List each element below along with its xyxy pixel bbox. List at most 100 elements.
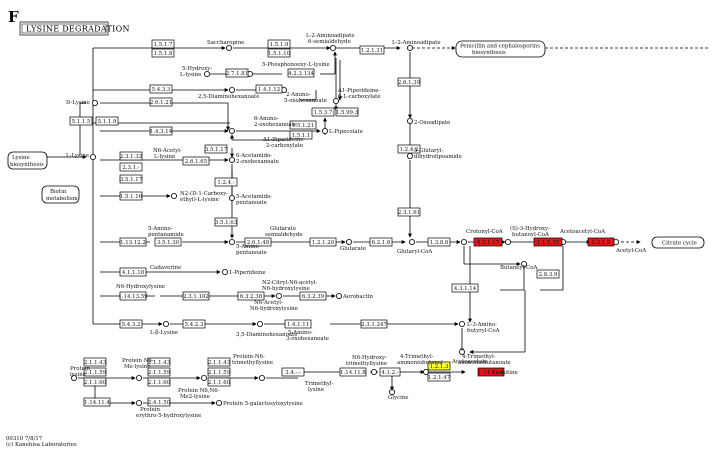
enzyme-2-3-1-61[interactable]: 2.3.1.61 [397, 207, 421, 217]
enzyme-3-5-1-30[interactable]: 3.5.1.30 [154, 237, 182, 247]
compound-label-glycine: Glycine [388, 395, 408, 401]
enzyme-3-4----[interactable]: 3.4.-.- [281, 367, 305, 377]
compound-label-hydroxybut2: butanoyl-CoA [512, 232, 549, 238]
enzyme-2-7-1-81[interactable]: 2.7.1.81 [225, 68, 249, 78]
compound-label-pnn1: Protein N6,N6- [178, 388, 220, 394]
enzyme-2-3-1-9[interactable]: 2.3.1.9 [587, 237, 615, 247]
compound-label-glutsemi1: Glutarate [270, 226, 296, 232]
enzyme-4-1-2--[interactable]: 4.1.2.- [379, 367, 401, 377]
compound-label-amino3a: L-3-Amino- [467, 322, 497, 328]
enzyme-1-1-1-35[interactable]: 1.1.1.35 [533, 237, 563, 247]
enzyme-label: 3.5.1.30 [157, 240, 180, 246]
enzyme-2-1-1-59[interactable]: 2.1.1.59 [207, 367, 231, 377]
compound-labels: SaccharopineL-2-Aminoadipate6-semialdehy… [66, 33, 646, 419]
map-link-lysine-biosynthesis[interactable] [7, 151, 48, 170]
compound-label-pnn2: Me2-lysine [180, 394, 210, 400]
enzyme-4-2-3-134[interactable]: 4.2.3.134 [287, 68, 314, 78]
compound-label-pn6me1: Protein N6- [122, 358, 154, 364]
enzyme-1-2-4-2[interactable]: 1.2.4.2 [397, 144, 421, 154]
enzyme-2-1-1-59[interactable]: 2.1.1.59 [83, 367, 107, 377]
enzyme-1-5-1-10[interactable]: 1.5.1.10 [267, 48, 291, 58]
enzyme-1-5-3-7[interactable]: 1.5.3.7 [311, 107, 335, 117]
enzyme-3-5-1-17[interactable]: 3.5.1.17 [119, 174, 143, 184]
enzyme-4-2-1-17[interactable]: 4.2.1.17 [473, 237, 503, 247]
enzyme-4-1-1-18[interactable]: 4.1.1.18 [119, 267, 147, 277]
enzyme-3-5-1-63[interactable]: 3.5.1.63 [214, 217, 238, 227]
enzyme-1-5-1-16[interactable]: 1.5.1.16 [119, 191, 143, 201]
enzyme-1-5-1-8[interactable]: 1.5.1.8 [151, 48, 175, 58]
enzyme-label: 1.14.11.8 [340, 370, 366, 376]
enzyme-6-3-2-38[interactable]: 6.3.2.38 [237, 291, 265, 301]
enzyme-label: 3.4.-.- [285, 370, 301, 376]
enzyme-1-13-12-2[interactable]: 1.13.12.2 [119, 237, 147, 247]
compound-label-amino5oxo2: 3-oxohexanoate [286, 336, 329, 342]
map-link-penicillin[interactable] [455, 40, 546, 58]
enzyme-5-1-1-9[interactable]: 5.1.1.9 [95, 116, 119, 126]
enzyme-1-14-11-4[interactable]: 1.14.11.4 [83, 397, 110, 407]
enzyme-2-6-1-48[interactable]: 2.6.1.48 [244, 237, 272, 247]
enzyme-1-5-1-9[interactable]: 1.5.1.9 [267, 39, 291, 49]
enzyme-2-1-1-43[interactable]: 2.1.1.43 [207, 357, 231, 367]
enzyme-2-3-1-32[interactable]: 2.3.1.32 [119, 151, 143, 161]
enzyme-2-1-1-60[interactable]: 2.1.1.60 [207, 377, 231, 387]
enzyme-5-1-1-5[interactable]: 5.1.1.5 [69, 116, 93, 126]
enzyme-2-4-1-50[interactable]: 2.4.1.50 [147, 397, 171, 407]
enzyme-1-2-4--[interactable]: 1.2.4.- [214, 177, 238, 187]
enzyme-1-3-8-6[interactable]: 1.3.8.6 [427, 237, 451, 247]
enzyme-1-4-3-14[interactable]: 1.4.3.14 [149, 126, 173, 136]
enzyme-1-14-11-1[interactable]: 1.14.11.1 [477, 367, 505, 377]
enzyme-label: 3.5.1.63 [215, 220, 238, 226]
enzyme-1-4-1-11[interactable]: 1.4.1.11 [284, 319, 312, 329]
compound-label-delta1pa: Δ1-Piperideine- [263, 137, 305, 143]
compound-label-acetoacetylcoa: Acetoacetyl-CoA [559, 229, 605, 235]
enzyme-6-3-2-39[interactable]: 6.3.2.39 [299, 291, 327, 301]
enzyme-1-5-1-1[interactable]: 1.5.1.1 [289, 130, 313, 140]
compound-label-ampent2: pentanamide [148, 232, 184, 238]
enzyme-1-2-1-3[interactable]: 1.2.1.3 [427, 361, 451, 371]
enzyme-1-2-1-20[interactable]: 1.2.1.20 [309, 237, 337, 247]
enzyme-1-5-99-3[interactable]: 1.5.99.3 [335, 107, 359, 117]
enzyme-label: 1.4.1.12 [258, 87, 280, 93]
enzyme-2-6-1-39[interactable]: 2.6.1.39 [397, 77, 421, 87]
enzyme-4-3-1-14[interactable]: 4.3.1.14 [451, 283, 479, 293]
enzyme-label: 6.2.1.6 [372, 240, 391, 246]
map-link-citrate-cycle[interactable] [651, 236, 705, 249]
svg-text:Lysine: Lysine [12, 155, 30, 161]
enzyme-label: 1.5.1.1 [292, 133, 311, 139]
enzyme-2-3-1-247[interactable]: 2.3.1.247 [360, 319, 387, 329]
compound-label-delta1pb: 2-carboxylate [266, 143, 303, 149]
enzyme-1-2-1-47[interactable]: 1.2.1.47 [427, 372, 451, 382]
enzyme-1-4-1-12[interactable]: 1.4.1.12 [255, 84, 283, 94]
enzyme-1-14-11-8[interactable]: 1.14.11.8 [339, 367, 366, 377]
enzyme-2-8-3-9[interactable]: 2.8.3.9 [536, 269, 560, 279]
compound-label-protery1: Protein [140, 407, 161, 413]
enzyme-2-1-1-60[interactable]: 2.1.1.60 [83, 377, 107, 387]
enzyme-3-5-1-17[interactable]: 3.5.1.17 [204, 144, 228, 154]
enzyme-2-6-1-21[interactable]: 2.6.1.21 [149, 97, 173, 107]
enzyme-2-1-1-59[interactable]: 2.1.1.59 [147, 367, 171, 377]
enzyme-6-2-1-6[interactable]: 6.2.1.6 [369, 237, 393, 247]
compound-label-glutaryl2: dihydrolipoamide [414, 154, 462, 160]
enzyme-5-4-3-2[interactable]: 5.4.3.2 [119, 319, 143, 329]
enzyme-label: 2.7.1.81 [226, 71, 248, 77]
compound-label-citryl1: N2-Citryl-N6-acetyl- [262, 280, 317, 286]
enzyme-label: 1.5.1.21 [292, 123, 314, 129]
enzyme-2-1-1-60[interactable]: 2.1.1.60 [147, 377, 171, 387]
enzyme-1-2-1-31[interactable]: 1.2.1.31 [359, 45, 385, 55]
map-link-biotin-metabolism[interactable] [41, 185, 80, 204]
enzyme-2-1-1-43[interactable]: 2.1.1.43 [83, 357, 107, 367]
enzyme-5-4-2-3[interactable]: 5.4.2.3 [182, 319, 206, 329]
enzyme-label: 5.4.2.3 [185, 322, 204, 328]
enzyme-1-14-13-59[interactable]: 1.14.13.59 [118, 291, 148, 301]
enzyme-5-4-3-3[interactable]: 5.4.3.3 [149, 84, 173, 94]
enzyme-2-1-1-43[interactable]: 2.1.1.43 [147, 357, 171, 367]
enzyme-1-5-1-21[interactable]: 1.5.1.21 [289, 120, 317, 130]
enzyme-1-5-1-7[interactable]: 1.5.1.7 [151, 39, 175, 49]
compound-label-n6hydroxy: N6-Hydroxylysine [116, 284, 165, 290]
enzyme-2-3-1-102[interactable]: 2.3.1.102 [182, 291, 210, 301]
enzyme-label: 2.1.1.59 [208, 370, 231, 376]
enzyme-2-3-1--[interactable]: 2.3.1.- [119, 162, 143, 172]
enzyme-2-6-1-65[interactable]: 2.6.1.65 [182, 156, 210, 166]
enzyme-label: 1.2.1.47 [428, 375, 451, 381]
